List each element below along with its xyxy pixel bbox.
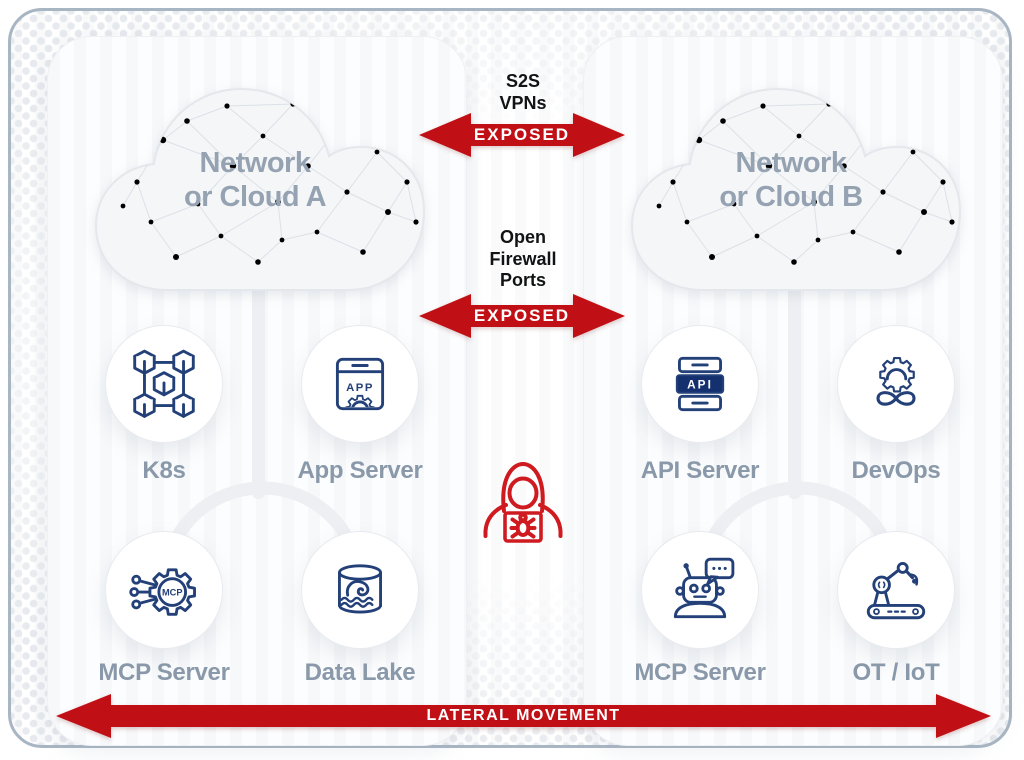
- k8s-label: K8s: [142, 457, 186, 484]
- app-server-label: App Server: [297, 457, 423, 484]
- mcp-robot-icon: [673, 557, 735, 619]
- devops-node: [837, 325, 955, 443]
- devops-icon: [876, 356, 916, 406]
- mcp-server-b-label: MCP Server: [634, 659, 766, 686]
- cloud-a-title-line1: Network: [199, 147, 311, 179]
- cloud-b-title: Network or Cloud B: [611, 64, 971, 296]
- s2s-line: S2S: [505, 71, 541, 91]
- mcp-server-node: MCP: [105, 531, 223, 649]
- api-server-icon: API: [675, 356, 725, 412]
- double-arrow-icon: [419, 294, 625, 338]
- mcp-server-label: MCP Server: [98, 659, 230, 686]
- k8s-icon: [133, 349, 195, 418]
- cloud-b-title-line1: Network: [735, 147, 847, 179]
- network-a-panel: Network or Cloud A K8s: [47, 36, 467, 746]
- lateral-movement-label: LATERAL MOVEMENT: [426, 707, 621, 724]
- cloud-a-trunk-connector: [252, 275, 265, 499]
- ot-iot-label: OT / IoT: [852, 659, 940, 686]
- api-server-node: API: [641, 325, 759, 443]
- data-lake-label: Data Lake: [304, 659, 416, 686]
- app-server-node: APP: [301, 325, 419, 443]
- cloud-b-trunk-connector: [788, 275, 801, 499]
- data-lake-node: [301, 531, 419, 649]
- app-server-icon: APP: [335, 357, 385, 411]
- k8s-node: [105, 325, 223, 443]
- exposed-vpn-arrow: EXPOSED: [419, 113, 625, 157]
- double-arrow-icon: [419, 113, 625, 157]
- mcp-server-b-node: [641, 531, 759, 649]
- devops-label: DevOps: [851, 457, 941, 484]
- cloud-a-title-line2: or Cloud A: [183, 181, 327, 213]
- exposed-bottom-label: EXPOSED: [473, 306, 571, 325]
- api-icon-text: API: [687, 378, 713, 392]
- ot-iot-icon: [866, 561, 926, 620]
- cloud-b-title-line2: or Cloud B: [719, 181, 863, 213]
- ot-iot-node: [837, 531, 955, 649]
- hacker-icon: [483, 462, 563, 543]
- s2s-vpns-label: S2S VPNs: [438, 71, 608, 114]
- mcp-gear-icon: MCP: [129, 568, 196, 616]
- app-icon-text: APP: [346, 382, 374, 394]
- open-firewall-ports-label: Open Firewall Ports: [438, 227, 608, 292]
- vpns-line: VPNs: [499, 92, 547, 113]
- exposed-top-label: EXPOSED: [473, 125, 571, 144]
- cloud-a-title: Network or Cloud A: [75, 64, 435, 296]
- lateral-movement-arrow: LATERAL MOVEMENT: [56, 694, 991, 738]
- outer-frame: Network or Cloud A K8s: [8, 8, 1012, 748]
- data-lake-icon: [338, 564, 382, 614]
- api-server-label: API Server: [640, 457, 760, 484]
- mcp-icon-text: MCP: [162, 588, 183, 598]
- double-arrow-icon: [56, 694, 991, 738]
- firewall-line1: Open: [499, 227, 546, 247]
- firewall-line3: Ports: [499, 270, 546, 290]
- network-b-panel: Network or Cloud B API API Server: [583, 36, 1003, 746]
- firewall-line2: Firewall: [489, 248, 557, 269]
- exposed-firewall-arrow: EXPOSED: [419, 294, 625, 338]
